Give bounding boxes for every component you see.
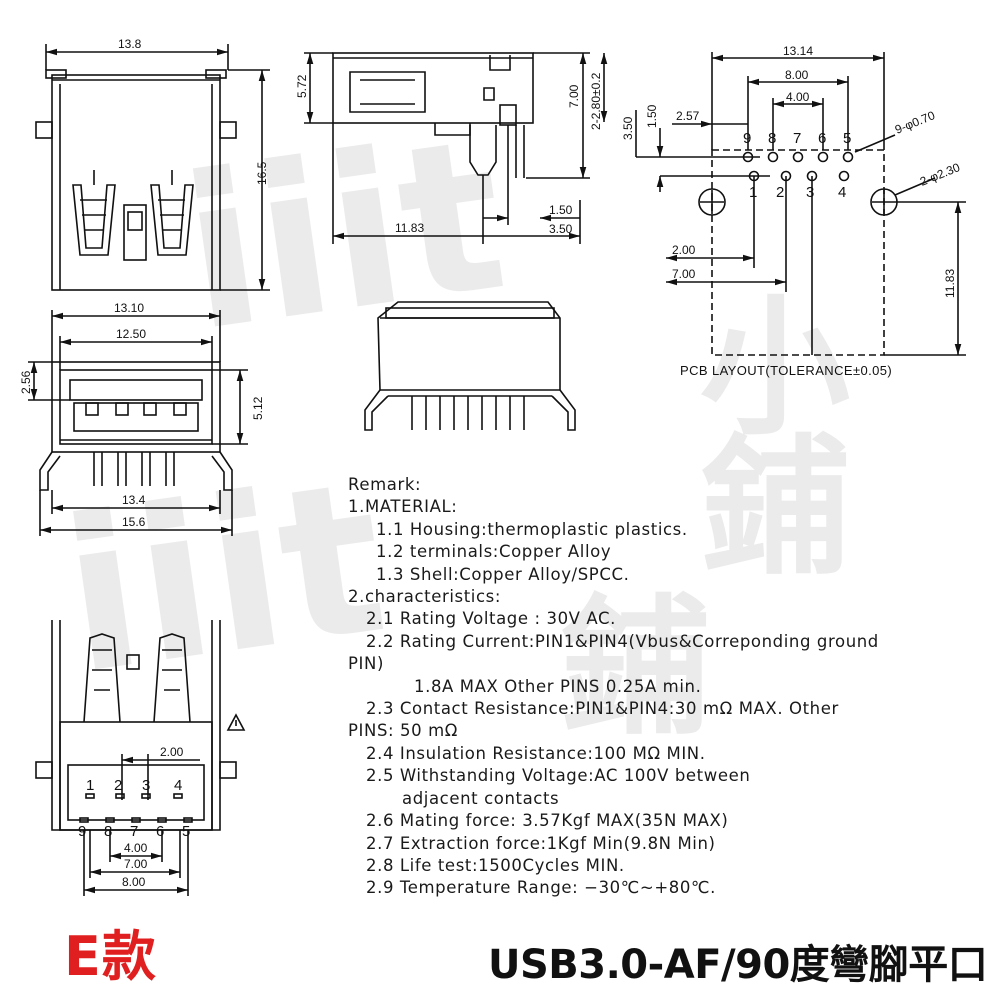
material-shell: 1.3 Shell:Copper Alloy/SPCC. (376, 564, 630, 584)
dim-side-depth: 11.83 (395, 221, 424, 235)
spec-voltage: 2.1 Rating Voltage : 30V AC. (366, 609, 616, 629)
dim-pcb-big-hole: 2-φ2.30 (918, 160, 962, 189)
dim-side-pin-height: 7.00 (567, 84, 581, 108)
material-header: 1.MATERIAL: (348, 497, 458, 517)
spec-current-values: 1.8A MAX Other PINS 0.25A min. (414, 676, 702, 696)
dim-side-pitch-a: 1.50 (549, 203, 573, 217)
dim-bottom-a: 4.00 (124, 841, 148, 855)
dim-bottom-c: 8.00 (122, 875, 146, 889)
dim-front-left-h: 2.56 (19, 370, 33, 394)
dim-pcb-top-offset: 3.50 (621, 116, 635, 140)
rear-view (364, 301, 576, 431)
dim-side-height: 5.72 (295, 74, 309, 98)
dim-side-pin-dim: 2-2.80±0.2 (589, 72, 603, 130)
dim-pcb-lower-a: 2.00 (672, 243, 696, 257)
bottom-view (35, 620, 237, 896)
side-view (304, 52, 608, 244)
dim-pcb-total: 13.14 (783, 44, 813, 58)
dim-pcb-small-hole: 9-φ0.70 (893, 108, 937, 137)
bottom-pin-4: 4 (174, 777, 182, 794)
warning-triangle-icon (226, 713, 246, 731)
spec-contact-resistance: 2.3 Contact Resistance:PIN1&PIN4:30 mΩ M… (366, 699, 839, 719)
pcb-pin-1: 1 (749, 184, 757, 201)
svg-text:小: 小 (700, 282, 850, 456)
dim-front-right-h: 5.12 (251, 396, 265, 420)
bottom-pin-9: 9 (78, 823, 86, 840)
spec-temperature: 2.9 Temperature Range: −30℃~+80℃. (366, 878, 716, 898)
dim-pcb-row-span: 8.00 (785, 68, 809, 82)
dim-pcb-left-offset: 2.57 (676, 109, 700, 123)
dim-front-inner: 12.50 (116, 327, 146, 341)
material-terminals: 1.2 terminals:Copper Alloy (376, 542, 612, 562)
svg-text:鋪: 鋪 (560, 582, 710, 756)
dim-bottom-b: 7.00 (124, 857, 148, 871)
spec-contact-resistance-cont: PINS: 50 mΩ (348, 721, 458, 741)
dim-bottom-top: 2.00 (160, 745, 184, 759)
dim-pcb-depth: 11.83 (943, 269, 957, 298)
dim-top-height: 16.5 (255, 161, 269, 185)
dim-pcb-lower-b: 7.00 (672, 267, 696, 281)
spec-withstanding-cont: adjacent contacts (402, 788, 560, 808)
svg-text:鋪: 鋪 (700, 422, 850, 596)
spec-life-test: 2.8 Life test:1500Cycles MIN. (366, 855, 625, 875)
pcb-pin-2: 2 (776, 184, 784, 201)
spec-extraction-force: 2.7 Extraction force:1Kgf Min(9.8N Min) (366, 833, 716, 853)
bottom-pin-8: 8 (104, 823, 112, 840)
pcb-pin-3: 3 (806, 184, 814, 201)
pcb-pin-5: 5 (843, 130, 851, 147)
dimension-labels: 13.8 16.5 5.72 7.00 2-2.80±0.2 11.83 1.5… (19, 37, 962, 889)
front-view (28, 310, 248, 536)
bottom-pin-1: 1 (86, 777, 94, 794)
pcb-layout-label: PCB LAYOUT(TOLERANCE±0.05) (680, 363, 893, 378)
dim-pcb-mid-span: 4.00 (786, 90, 810, 104)
spec-insulation: 2.4 Insulation Resistance:100 MΩ MIN. (366, 743, 706, 763)
dim-pcb-row-offset: 1.50 (645, 104, 659, 128)
variant-label: E款 (64, 925, 157, 988)
pcb-pin-4: 4 (838, 184, 846, 201)
spec-current-cont: PIN) (348, 654, 384, 674)
bottom-pin-5: 5 (182, 823, 190, 840)
remarks-block: Remark: 1.MATERIAL: 1.1 Housing:thermopl… (348, 474, 968, 900)
dim-front-total: 15.6 (122, 515, 146, 529)
material-housing: 1.1 Housing:thermoplastic plastics. (376, 519, 688, 539)
dim-front-base: 13.4 (122, 493, 146, 507)
dim-top-width: 13.8 (118, 37, 142, 51)
dim-front-outer: 13.10 (114, 301, 144, 315)
bottom-pin-3: 3 (142, 777, 150, 794)
spec-mating-force: 2.6 Mating force: 3.57Kgf MAX(35N MAX) (366, 811, 729, 831)
bottom-pin-6: 6 (156, 823, 164, 840)
dim-side-pitch-b: 3.50 (549, 222, 573, 236)
spec-current: 2.2 Rating Current:PIN1&PIN4(Vbus&Correp… (366, 631, 879, 651)
top-view (35, 44, 270, 291)
characteristics-header: 2.characteristics: (348, 587, 502, 607)
pcb-pin-7: 7 (793, 130, 801, 147)
pcb-layout (635, 52, 966, 356)
bottom-pin-7: 7 (130, 823, 138, 840)
product-title: USB3.0-AF/90度彎腳平口 (488, 942, 988, 988)
bottom-pin-2: 2 (114, 777, 122, 794)
remarks-title: Remark: (348, 475, 422, 494)
pcb-pin-6: 6 (818, 130, 826, 147)
pin-labels: 9 8 7 6 5 1 2 3 4 1 2 3 4 9 8 7 6 5 (78, 130, 851, 840)
pcb-pin-9: 9 (743, 130, 751, 147)
spec-withstanding: 2.5 Withstanding Voltage:AC 100V between (366, 766, 751, 786)
pcb-pin-8: 8 (768, 130, 776, 147)
